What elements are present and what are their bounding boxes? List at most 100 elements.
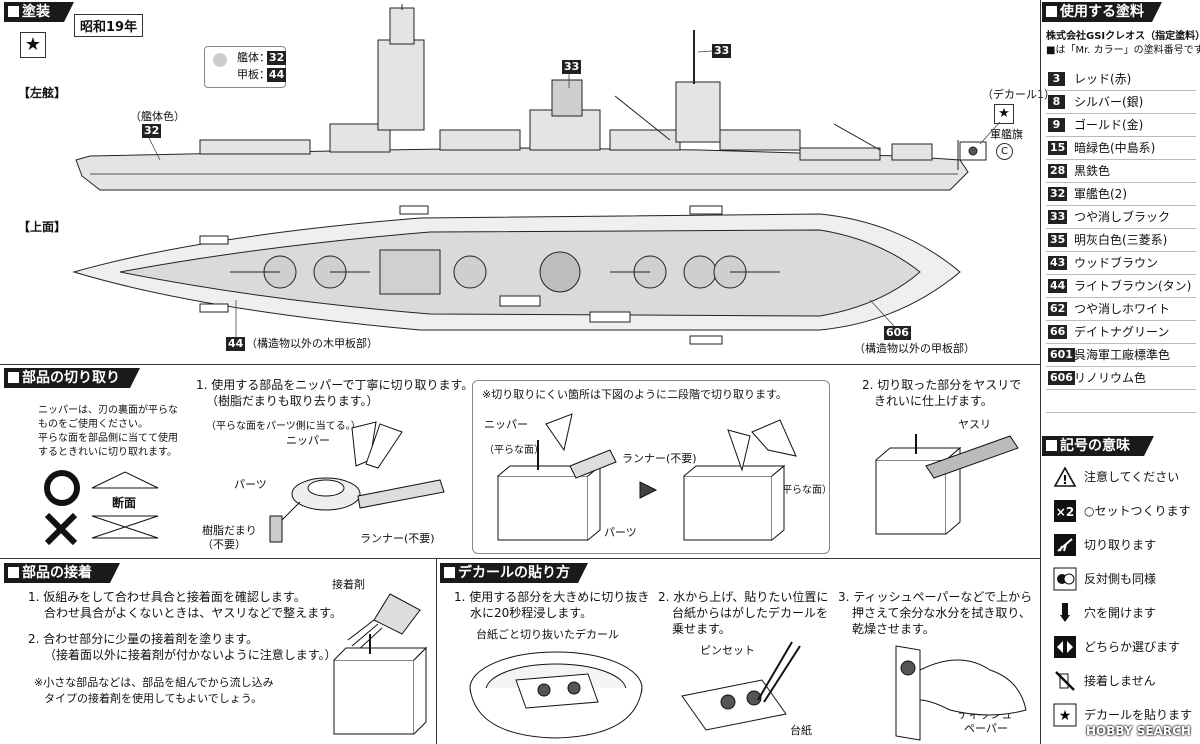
cutting-step1-line1: 1. 使用する部品をニッパーで丁寧に切り取ります。: [196, 378, 474, 392]
decal-step3-line2: 押さえて余分な水分を拭き取り、: [852, 606, 1031, 620]
side-view-label: 【左舷】: [18, 86, 67, 100]
file-illustration: [875, 434, 1019, 535]
hull-swatch-label: 艦体：: [237, 51, 270, 64]
section-shape-flat: [91, 471, 159, 489]
tweezers-illustration: [681, 641, 801, 731]
nipper-text-2: ものをご使用ください。: [38, 419, 148, 430]
gluing-step1-line1: 1. 仮組みをして合わせ具合と接着面を確認します。: [28, 590, 306, 604]
deck-note: （構造物以外の木甲板部）: [246, 337, 378, 350]
symbol-row: 反対側も同様: [1046, 562, 1196, 596]
cutting-step2-line1: 2. 切り取った部分をヤスリで: [862, 378, 1022, 392]
symbol-row: ! 注意してください: [1046, 460, 1196, 494]
top-view-label: 【上面】: [18, 220, 67, 234]
parts-label: パーツ: [234, 478, 267, 491]
section-shape-double: [91, 515, 159, 539]
two-step-illustration: [497, 413, 797, 541]
runner2-label: ランナー(不要): [622, 452, 697, 465]
correct-mark-icon: [44, 470, 80, 506]
divider-cutting: [0, 364, 1040, 365]
gluing-step2-line1: 2. 合わせ部分に少量の接着剤を塗ります。: [28, 632, 259, 646]
choose-icon: [1054, 636, 1076, 658]
file-label: ヤスリ: [958, 418, 991, 431]
backing-label: 台紙: [790, 724, 812, 737]
color-swatch-box: 艦体： 32 甲板： 44: [204, 46, 287, 88]
callout-33-funnel: 33: [562, 60, 582, 74]
deck-swatch-label: 甲板：: [237, 68, 270, 81]
divider-gluing: [0, 558, 1040, 559]
decal-icon: ★: [1053, 703, 1077, 727]
nipper2-label: ニッパー: [484, 418, 528, 431]
flag-label: 軍艦旗: [990, 128, 1023, 141]
nipper-cut-illustration: [269, 421, 445, 543]
hull-swatch-icon: [213, 53, 227, 67]
steel-code-606: 606: [884, 326, 911, 340]
water-dish-illustration: [469, 651, 643, 739]
decal-step2-line3: 乗せます。: [672, 622, 731, 636]
gluing-step1-line2: 合わせ具合がよくないときは、ヤスリなどで整えます。: [44, 606, 342, 620]
two-step-note: ※切り取りにくい箇所は下図のように二段階で切り取ります。: [482, 388, 787, 401]
no-glue-icon: [1055, 671, 1075, 691]
section-label: 断面: [112, 496, 137, 510]
paint-row-empty: [1046, 390, 1196, 413]
era-label: 昭和19年: [74, 14, 144, 37]
gluing-note-1: ※小さな部品などは、部品を組んでから流し込み: [34, 676, 274, 689]
decal-label: （デカール1）: [982, 88, 1055, 101]
resin-label: 樹脂だまり: [202, 524, 257, 537]
paints-header: 使用する塗料: [1042, 2, 1162, 22]
cut-decal-label: 台紙ごと切り抜いたデカール: [476, 628, 619, 641]
flat-face2-label: （平らな面）: [772, 485, 832, 496]
flat-face-label: （平らな面）: [484, 445, 544, 456]
decal-star-icon: ★: [994, 104, 1014, 124]
flat-face-note: （平らな面をパーツ側に当てる。）: [206, 421, 361, 432]
decal-step1-line1: 1. 使用する部分を大きめに切り抜き: [454, 590, 650, 604]
x2-icon: ×2: [1054, 500, 1076, 522]
symbols-header: 記号の意味: [1042, 436, 1154, 456]
caution-icon: !: [1053, 466, 1077, 487]
resin-unneeded: （不要）: [202, 538, 246, 551]
mirror-icon: [1053, 567, 1077, 591]
divider-right-column: [1040, 0, 1041, 744]
symbol-row: ★ デカールを貼ります: [1046, 698, 1196, 732]
deck-swatch-code: 44: [267, 68, 287, 82]
cutting-step2-line2: きれいに仕上げます。: [874, 394, 993, 408]
star-mark-icon: ★: [20, 32, 46, 58]
hull-color-code: 32: [142, 124, 162, 138]
steel-note: （構造物以外の甲板部）: [854, 342, 975, 355]
tweezers-label: ピンセット: [700, 644, 755, 657]
cutting-step1-line2: （樹脂だまりも取り去ります。）: [206, 394, 379, 408]
hull-color-label: （艦体色）: [130, 110, 185, 123]
nipper-text-3: 平らな面を部品側に当てて使用: [38, 433, 178, 444]
incorrect-mark-icon: [44, 512, 78, 546]
symbol-row: 切り取ります: [1046, 528, 1196, 562]
decal-step2-line1: 2. 水から上げ、貼りたい位置に: [658, 590, 829, 604]
symbol-row: 穴を開けます: [1046, 596, 1196, 630]
glue-label: 接着剤: [332, 578, 365, 591]
battleship-side-view: [75, 4, 1001, 191]
paints-maker: 株式会社GSIクレオス（指定塗料）: [1046, 31, 1200, 42]
decal-step2-line2: 台紙からはがしたデカールを: [672, 606, 829, 620]
decal-step3-line3: 乾燥させます。: [852, 622, 935, 636]
battleship-top-view: [72, 205, 961, 345]
paints-note: ■は「Mr. カラー」の塗料番号です。: [1046, 45, 1200, 56]
nipper-text-1: ニッパーは、刃の裏面が平らな: [38, 405, 178, 416]
deck-code-44: 44: [226, 337, 246, 351]
symbol-row: 接着しません: [1046, 664, 1196, 698]
runner-label: ランナー(不要): [360, 532, 435, 545]
hull-swatch-code: 32: [267, 51, 287, 65]
symbol-row: どちらか選びます: [1046, 630, 1196, 664]
decal-step1-line2: 水に20秒程浸します。: [470, 606, 593, 620]
symbol-row: ×2 ○セットつくります: [1046, 494, 1196, 528]
